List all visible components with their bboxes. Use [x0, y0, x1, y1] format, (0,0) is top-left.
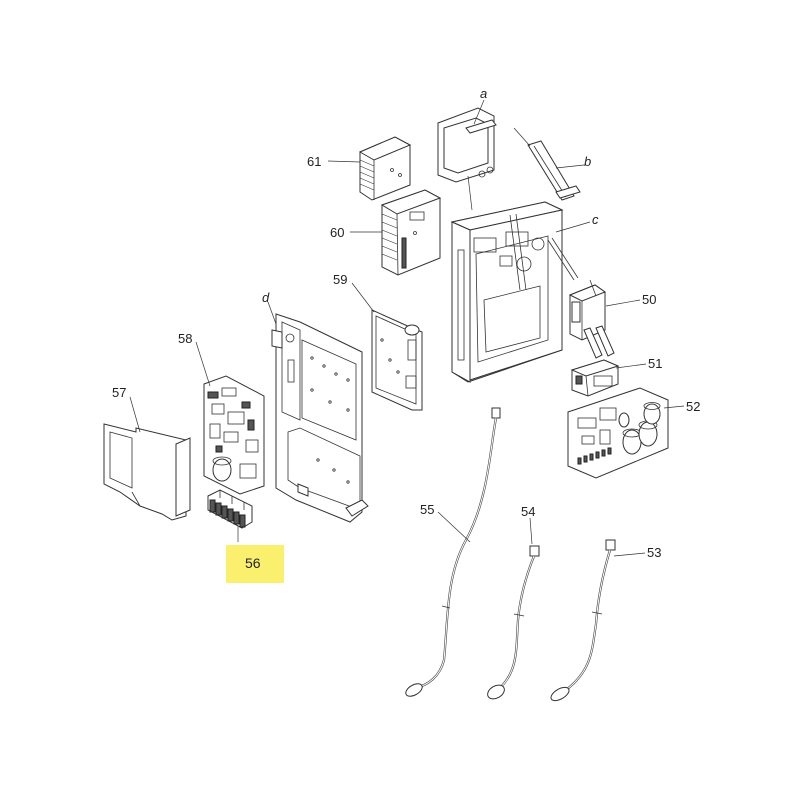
part-51-terminal[interactable] [570, 359, 620, 397]
callout-a: a [480, 86, 487, 101]
callout-61: 61 [307, 154, 321, 169]
callout-55: 55 [420, 502, 434, 517]
part-58-control-pcb[interactable] [203, 375, 265, 495]
highlight-box-56 [226, 545, 284, 583]
callout-52: 52 [686, 399, 700, 414]
callout-54: 54 [521, 504, 535, 519]
part-a-bracket[interactable] [437, 107, 497, 183]
leader-lines [129, 99, 685, 557]
part-57-cover[interactable] [103, 423, 191, 521]
part-50-reactor[interactable] [568, 279, 615, 359]
part-d-plate[interactable] [271, 313, 369, 523]
callout-labels: a b c d 61 60 59 58 57 56 55 54 53 52 51… [112, 86, 700, 571]
part-60-heatsink[interactable] [380, 189, 442, 276]
callout-56: 56 [245, 555, 261, 571]
part-55-sensor[interactable] [404, 407, 501, 699]
callout-51: 51 [648, 356, 662, 371]
callout-60: 60 [330, 225, 344, 240]
callout-b: b [584, 154, 591, 169]
callout-58: 58 [178, 331, 192, 346]
part-56-terminal-block[interactable] [207, 489, 253, 529]
part-52-pcb[interactable] [567, 387, 669, 479]
callout-53: 53 [647, 545, 661, 560]
callout-59: 59 [333, 272, 347, 287]
part-b-strip[interactable] [513, 127, 581, 201]
part-54-sensor[interactable] [485, 545, 540, 702]
callout-c: c [592, 212, 599, 227]
callout-d: d [262, 290, 270, 305]
callout-57: 57 [112, 385, 126, 400]
part-53-sensor[interactable] [549, 539, 616, 703]
callout-50: 50 [642, 292, 656, 307]
part-c-housing[interactable] [450, 175, 579, 383]
part-61-heatsink[interactable] [358, 136, 412, 201]
part-59-board[interactable] [371, 309, 423, 411]
